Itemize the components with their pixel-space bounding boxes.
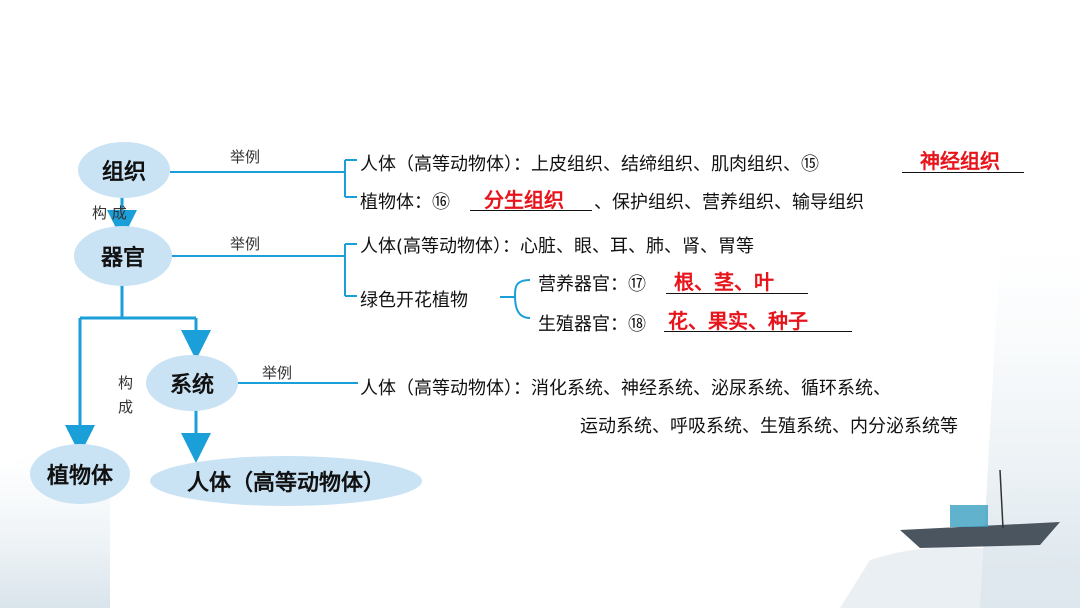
organ-vegetative-answer: 根、茎、叶	[674, 270, 774, 294]
node-system-label: 系统	[169, 373, 214, 398]
node-plant-label: 植物体	[46, 464, 113, 489]
tissue-plant-suffix: 、保护组织、营养组织、输导组织	[594, 192, 864, 213]
organ-reproductive-answer: 花、果实、种子	[668, 309, 808, 333]
label-example-3: 举例	[262, 364, 293, 382]
label-compose-1: 构 成	[92, 204, 127, 222]
node-organ-label: 器官	[100, 246, 145, 271]
organ-human-text: 人体(高等动物体）：心脏、眼、耳、肺、肾、胃等	[360, 236, 755, 257]
node-organ: 器官	[74, 226, 172, 286]
label-compose-2b: 成	[118, 398, 134, 416]
node-tissue-label: 组织	[101, 160, 146, 185]
tissue-human-text: 人体（高等动物体）：上皮组织、结缔组织、肌肉组织、⑮	[360, 154, 819, 175]
organ-reproductive-blank	[664, 331, 852, 332]
node-system: 系统	[146, 355, 238, 411]
tissue-plant-blank	[470, 210, 592, 211]
system-examples-line1: 人体（高等动物体）：消化系统、神经系统、泌尿系统、循环系统、	[360, 378, 891, 399]
system-examples-line2: 运动系统、呼吸系统、生殖系统、内分泌系统等	[580, 416, 958, 437]
tissue-plant-text: 植物体：⑯	[360, 192, 450, 213]
tissue-human-answer: 神经组织	[920, 149, 1000, 173]
organ-vegetative-text: 营养器官：⑰	[538, 274, 646, 295]
node-human-label: 人体（高等动物体）	[186, 471, 385, 496]
label-example-1: 举例	[230, 148, 261, 166]
tissue-human-blank	[902, 172, 1024, 173]
node-tissue: 组织	[78, 142, 170, 198]
node-plant: 植物体	[30, 444, 130, 504]
organ-flowering-plant: 绿色开花植物	[360, 290, 468, 311]
node-human: 人体（高等动物体）	[150, 456, 422, 506]
organ-reproductive-text: 生殖器官：⑱	[538, 314, 646, 335]
tissue-plant-answer: 分生组织	[484, 188, 564, 212]
organ-vegetative-blank	[666, 293, 808, 294]
label-example-2: 举例	[230, 235, 261, 253]
label-compose-2a: 构	[118, 374, 134, 392]
